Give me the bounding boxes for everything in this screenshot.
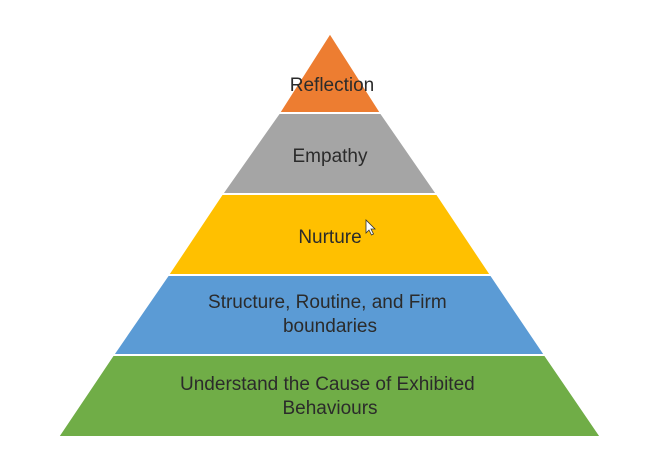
tier-understand-line-2: Behaviours bbox=[282, 398, 377, 419]
tier-empathy-line-1: Empathy bbox=[293, 146, 368, 167]
tier-reflection-label: Reflection bbox=[290, 75, 375, 96]
tier-understand-line-1: Understand the Cause of Exhibited bbox=[180, 374, 475, 395]
tier-nurture-line-1: Nurture bbox=[298, 227, 361, 248]
mouse-cursor-icon bbox=[365, 219, 376, 236]
tier-structure-shape bbox=[111, 274, 547, 356]
tier-structure-line-1: Structure, Routine, and Firm bbox=[208, 292, 447, 313]
tier-reflection-shape bbox=[277, 31, 383, 114]
tier-structure-line-2: boundaries bbox=[283, 316, 377, 337]
tier-understand-shape bbox=[56, 354, 603, 438]
tier-structure-label: Structure, Routine, and Firm boundaries bbox=[208, 292, 452, 337]
tier-understand-label: Understand the Cause of Exhibited Behavi… bbox=[180, 374, 480, 419]
tier-reflection-line-1: Reflection bbox=[290, 75, 375, 96]
tier-nurture-label: Nurture bbox=[298, 227, 361, 248]
tier-empathy-label: Empathy bbox=[293, 146, 368, 167]
